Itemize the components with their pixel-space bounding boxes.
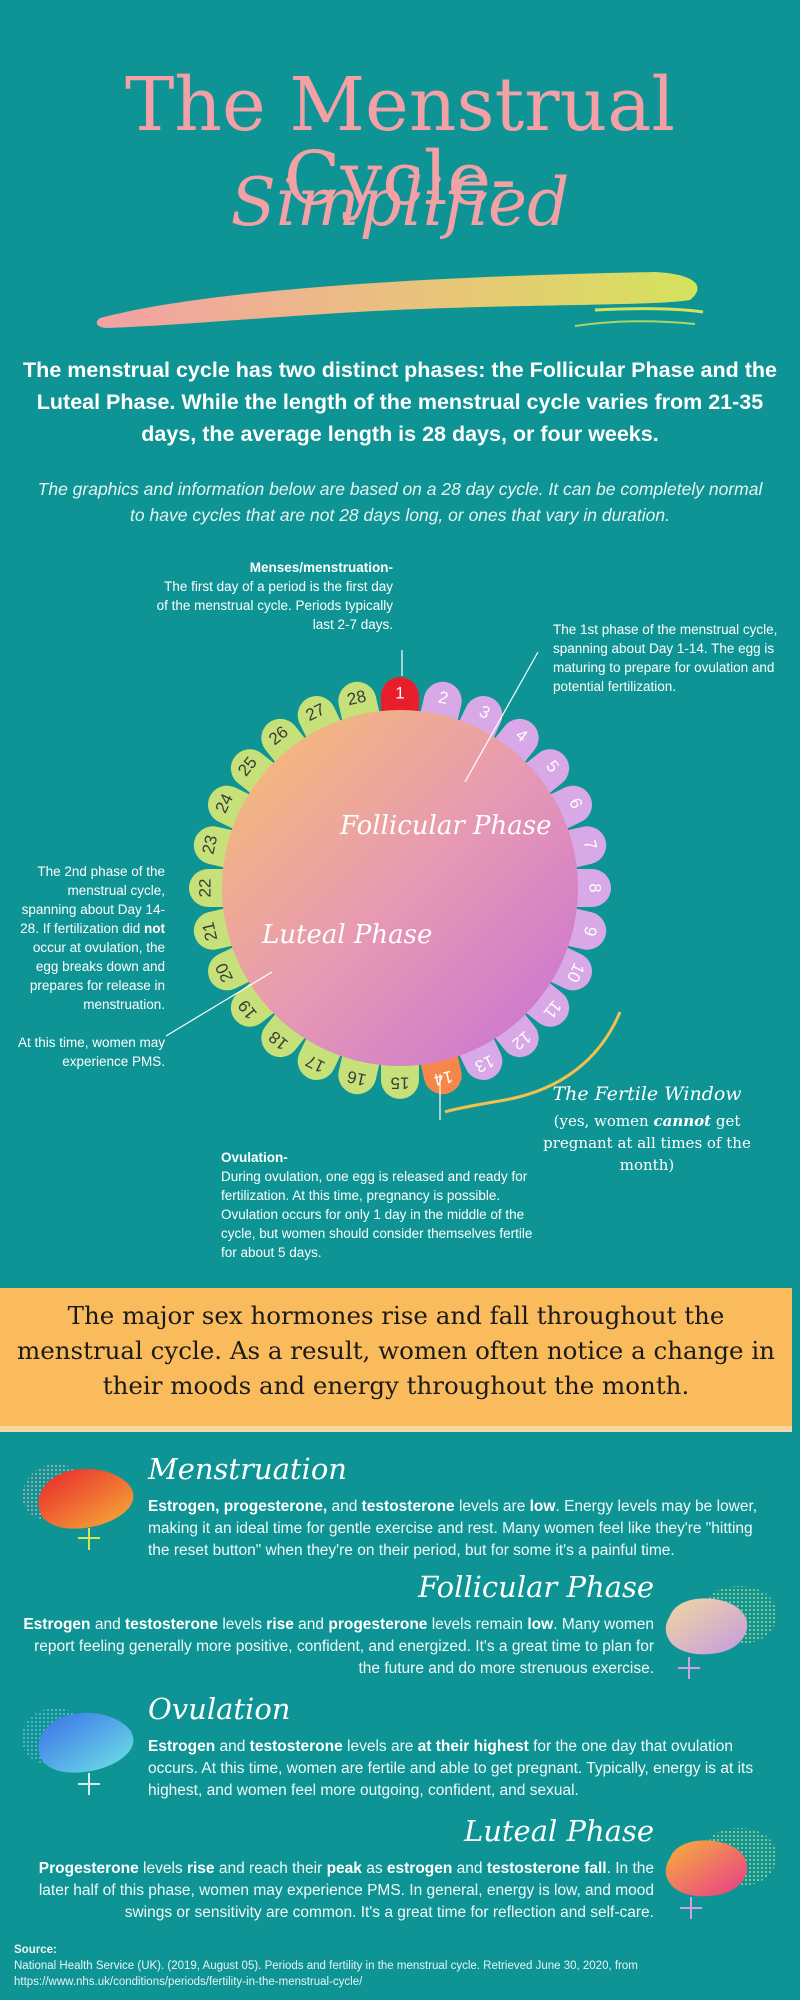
day-petal-6: 6	[548, 785, 593, 830]
source-text: National Health Service (UK). (2019, Aug…	[14, 1960, 638, 1988]
luteal-phase-label: Luteal Phase	[262, 920, 433, 950]
day-petal-5: 5	[524, 749, 570, 795]
day-number: 21	[198, 920, 221, 943]
menses-note: Menses/menstruation- The first day of a …	[155, 558, 393, 634]
day-petal-16: 16	[338, 1053, 380, 1095]
day-petal-17: 17	[297, 1036, 342, 1081]
ovulation-note: Ovulation- During ovulation, one egg is …	[221, 1148, 543, 1262]
day-petal-8: 8	[574, 869, 611, 907]
luteal-leader-line	[165, 971, 273, 1037]
day-petal-19: 19	[230, 981, 276, 1027]
fertile-window-title: The Fertile Window	[552, 1083, 742, 1105]
day-petal-13: 13	[458, 1036, 503, 1081]
day-petal-20: 20	[207, 946, 252, 991]
day-number: 9	[580, 925, 601, 938]
hormone-banner-text: The major sex hormones rise and fall thr…	[17, 1301, 775, 1400]
menstruation-body: Estrogen, progesterone, and testosterone…	[148, 1498, 758, 1559]
intro-text: The menstrual cycle has two distinct pha…	[23, 358, 777, 446]
day-number: 15	[391, 1074, 410, 1093]
page-subtitle: Simplified	[230, 164, 570, 241]
day-number: 14	[432, 1067, 455, 1090]
luteal-blob-icon	[665, 1828, 777, 1919]
day-petal-24: 24	[207, 785, 252, 830]
day-petal-26: 26	[261, 718, 307, 764]
day-petal-10: 10	[548, 946, 593, 991]
day-petal-4: 4	[493, 718, 539, 764]
day-number: 16	[345, 1067, 368, 1090]
follicular-heading: Follicular Phase	[418, 1570, 654, 1604]
day-petal-2: 2	[420, 681, 462, 723]
day-petal-25: 25	[230, 749, 276, 795]
day-petal-23: 23	[193, 826, 235, 868]
brush-stroke-decoration	[96, 272, 704, 328]
day-petal-12: 12	[493, 1012, 539, 1058]
luteal-heading: Luteal Phase	[463, 1814, 654, 1848]
follicular-blob-icon	[665, 1586, 777, 1679]
day-petal-28: 28	[338, 681, 380, 723]
menses-note-body: The first day of a period is the first d…	[156, 579, 393, 632]
menstruation-blob-icon	[22, 1463, 134, 1550]
day-petal-27: 27	[297, 695, 342, 740]
day-petal-7: 7	[565, 826, 607, 868]
page-title: The Menstrual Cycle-	[124, 62, 676, 222]
ovulation-note-title: Ovulation-	[221, 1150, 288, 1165]
day-petal-22: 22	[189, 869, 226, 907]
fertile-window-note: (yes, women cannot get pregnant at all t…	[543, 1112, 751, 1174]
ovulation-body: Estrogen and testosterone levels are at …	[148, 1738, 754, 1799]
day-petal-1: 1	[381, 677, 419, 714]
day-number: 8	[586, 883, 605, 892]
day-petal-18: 18	[261, 1012, 307, 1058]
ovulation-note-body: During ovulation, one egg is released an…	[221, 1169, 533, 1260]
day-number: 23	[198, 833, 221, 856]
follicular-phase-label: Follicular Phase	[340, 811, 552, 841]
day-number: 22	[195, 879, 214, 898]
luteal-body: Progesterone levels rise and reach their…	[38, 1860, 654, 1921]
follicular-body: Estrogen and testosterone levels rise an…	[23, 1616, 654, 1677]
ovulation-blob-icon	[22, 1707, 134, 1795]
hormone-banner	[0, 1288, 792, 1432]
follicular-leader-line	[464, 651, 539, 783]
luteal-note-pms: At this time, women may experience PMS.	[17, 1035, 165, 1069]
menses-note-title: Menses/menstruation-	[249, 560, 393, 575]
day-number: 28	[345, 686, 368, 709]
follicular-note: The 1st phase of the menstrual cycle, sp…	[553, 622, 778, 694]
menstruation-heading: Menstruation	[148, 1452, 347, 1486]
day-petal-21: 21	[193, 908, 235, 950]
source-label: Source:	[14, 1944, 57, 1956]
cycle-center-circle	[222, 710, 578, 1066]
ovulation-heading: Ovulation	[148, 1692, 291, 1726]
source-citation: Source: National Health Service (UK). (2…	[14, 1942, 784, 1990]
fertile-window-cannot: cannot	[653, 1112, 712, 1130]
day-petal-14: 14	[420, 1053, 462, 1095]
day-petal-9: 9	[565, 908, 607, 950]
day-petal-15: 15	[381, 1062, 419, 1099]
day-number: 2	[437, 688, 450, 709]
fertile-window-curve	[444, 1011, 622, 1114]
subintro-text: The graphics and information below are b…	[37, 479, 763, 525]
day-number: 1	[395, 683, 404, 702]
day-petal-11: 11	[524, 981, 570, 1027]
luteal-note-not: not	[144, 921, 165, 936]
day-number: 7	[580, 838, 601, 851]
luteal-note: The 2nd phase of the menstrual cycle, sp…	[17, 864, 165, 1069]
day-petal-3: 3	[458, 695, 503, 740]
